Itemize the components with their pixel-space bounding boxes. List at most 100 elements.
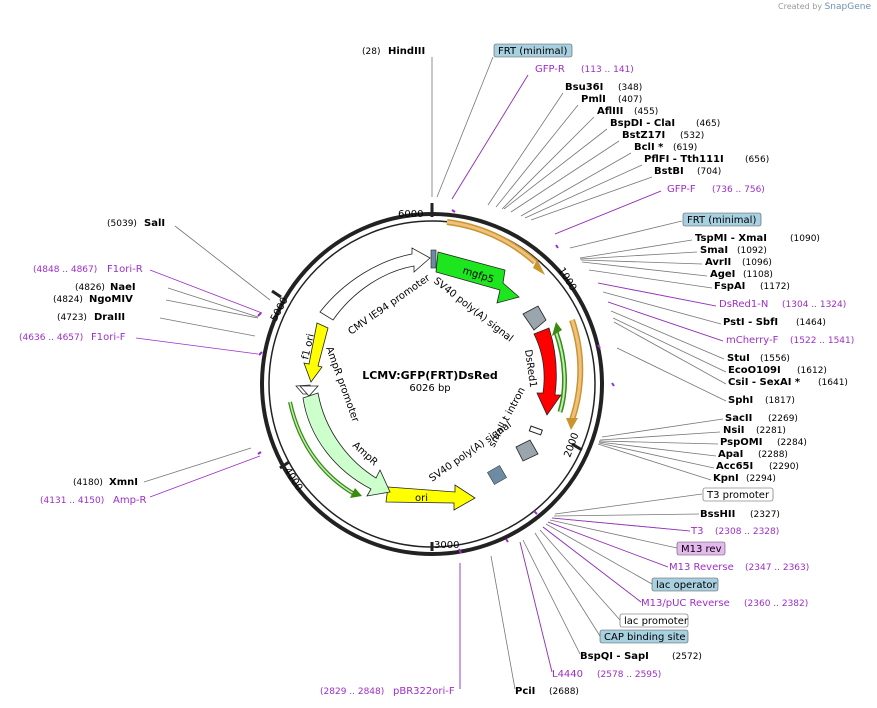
svg-text:(2284): (2284) (777, 438, 807, 448)
tick-label-6000: 6000 (398, 209, 423, 220)
svg-text:lac promoter: lac promoter (624, 616, 689, 627)
enzyme-label[interactable]: StuI (727, 353, 750, 364)
svg-text:(4824): (4824) (53, 295, 83, 305)
svg-text:M13 rev: M13 rev (681, 544, 722, 555)
enzyme-label[interactable]: SalI (144, 218, 165, 229)
primer-label[interactable]: GFP-R (535, 64, 565, 75)
enzyme-label[interactable]: Acc65I (716, 461, 753, 472)
feature-label-ori: ori (415, 493, 428, 504)
feature-sv40-polya-1 (522, 305, 547, 331)
feature-ampr (302, 392, 391, 497)
enzyme-label[interactable]: PmlI (581, 94, 606, 105)
primer-label[interactable]: F1ori-F (91, 332, 126, 343)
enzyme-label[interactable]: CsiI - SexAI * (728, 377, 801, 388)
enzyme-label[interactable]: XmnI (109, 477, 138, 488)
enzyme-label[interactable]: KpnI (713, 473, 739, 484)
svg-text:(2281): (2281) (756, 426, 786, 436)
enzyme-label[interactable]: BclI * (634, 142, 664, 153)
svg-text:(2572): (2572) (672, 652, 702, 662)
svg-text:(407): (407) (618, 95, 642, 105)
enzyme-label[interactable]: ApaI (718, 449, 743, 460)
credit-prefix: Created by (778, 2, 823, 11)
tick-label-4000: 4000 (281, 466, 304, 493)
primer-label[interactable]: Amp-R (113, 495, 147, 506)
svg-text:(1556): (1556) (760, 354, 790, 364)
feature-dsred1 (533, 327, 562, 416)
enzyme-label[interactable]: Bsu36I (565, 82, 603, 93)
enzyme-label[interactable]: NgoMIV (89, 294, 133, 305)
feature-box-frt-minimal-2[interactable] (682, 212, 762, 227)
enzyme-label[interactable]: DraIII (94, 312, 125, 323)
tick-marks (271, 203, 583, 551)
feature-cmv-ie94-promoter (319, 247, 431, 321)
enzyme-label[interactable]: NsiI (723, 425, 744, 436)
svg-text:(704): (704) (697, 167, 721, 177)
enzyme-label[interactable]: PspOMI (720, 437, 762, 448)
feature-ori (385, 484, 476, 511)
svg-text:(1172): (1172) (760, 282, 790, 292)
svg-text:(2308 .. 2328): (2308 .. 2328) (715, 527, 779, 537)
feature-box-frt-minimal-1[interactable] (493, 43, 573, 58)
svg-text:(1612): (1612) (797, 366, 827, 376)
enzyme-label[interactable]: PciI (515, 686, 535, 697)
primer-leaders-left (135, 269, 461, 689)
svg-text:FRT (minimal): FRT (minimal) (687, 215, 756, 226)
enzyme-label[interactable]: BssHII (700, 509, 735, 520)
svg-text:(1108): (1108) (743, 270, 773, 280)
feature-label-ampr-promoter: AmpR promoter (323, 345, 361, 424)
primer-label[interactable]: F1ori-R (107, 264, 143, 275)
svg-text:(4636 .. 4657): (4636 .. 4657) (19, 333, 83, 343)
primer-label[interactable]: DsRed1-N (719, 299, 768, 310)
enzyme-label[interactable]: BspDI - ClaI (610, 118, 675, 129)
feature-box-t3-promoter[interactable] (702, 487, 774, 502)
primer-site-marks (257, 209, 615, 554)
svg-text:(619): (619) (673, 143, 697, 153)
enzyme-label[interactable]: PflFI - Tth111I (644, 154, 724, 165)
enzyme-label[interactable]: BstZ17I (622, 130, 665, 141)
enzyme-label[interactable]: NaeI (110, 282, 136, 293)
svg-text:(2829 .. 2848): (2829 .. 2848) (320, 687, 384, 697)
snapgene-credit: Created by SnapGene (778, 2, 871, 12)
enzyme-label[interactable]: BspQI - SapI (580, 651, 649, 662)
feature-box-lac-promoter[interactable] (619, 613, 689, 628)
svg-text:(1096): (1096) (742, 258, 772, 268)
enzyme-label[interactable]: AflIII (597, 106, 623, 117)
feature-label-dsred1: DsRed1 (522, 349, 538, 388)
primer-label[interactable]: L4440 (552, 669, 583, 680)
svg-text:(4723): (4723) (57, 313, 87, 323)
enzyme-label[interactable]: HindIII (388, 46, 425, 57)
svg-text:(2688): (2688) (549, 687, 579, 697)
left-labels: (28) HindIII (5039) SalI (4848 .. 4867) … (19, 46, 455, 697)
primer-label[interactable]: M13/pUC Reverse (641, 598, 730, 609)
enzyme-label[interactable]: EcoO109I (728, 365, 781, 376)
credit-brand: SnapGene (824, 2, 871, 12)
enzyme-label[interactable]: FspAI (714, 281, 745, 292)
enzyme-label[interactable]: AvrII (705, 257, 731, 268)
feature-box-cap-binding-site[interactable] (599, 629, 689, 644)
svg-text:(2269): (2269) (768, 414, 798, 424)
plasmid-name: LCMV:GFP(FRT)DsRed (362, 369, 498, 382)
plasmid-length: 6026 bp (409, 383, 450, 394)
svg-text:(1817): (1817) (765, 396, 795, 406)
enzyme-label[interactable]: PstI - SbfI (723, 317, 778, 328)
primer-label[interactable]: pBR322ori-F (393, 686, 455, 697)
enzyme-label[interactable]: SphI (728, 395, 753, 406)
feature-box-m13-rev[interactable] (676, 541, 726, 556)
primer-label[interactable]: GFP-F (667, 184, 696, 195)
primer-label[interactable]: mCherry-F (726, 335, 779, 346)
enzyme-label[interactable]: TspMI - XmaI (695, 233, 767, 244)
svg-text:(1092): (1092) (737, 246, 767, 256)
svg-text:(736 .. 756): (736 .. 756) (712, 185, 765, 195)
svg-text:(465): (465) (696, 119, 720, 129)
feature-small-t-intron (528, 425, 543, 436)
feature-box-lac-operator[interactable] (651, 577, 719, 592)
enzyme-label[interactable]: BstBI (654, 166, 684, 177)
feature-f1-ori (303, 322, 329, 383)
primer-label[interactable]: T3 (690, 526, 703, 537)
primer-label[interactable]: M13 Reverse (669, 562, 734, 573)
enzyme-label[interactable]: AgeI (710, 269, 735, 280)
enzyme-label[interactable]: SmaI (700, 245, 728, 256)
svg-text:FRT (minimal): FRT (minimal) (498, 46, 567, 57)
svg-text:CAP binding site: CAP binding site (604, 632, 686, 643)
enzyme-label[interactable]: SacII (725, 413, 752, 424)
